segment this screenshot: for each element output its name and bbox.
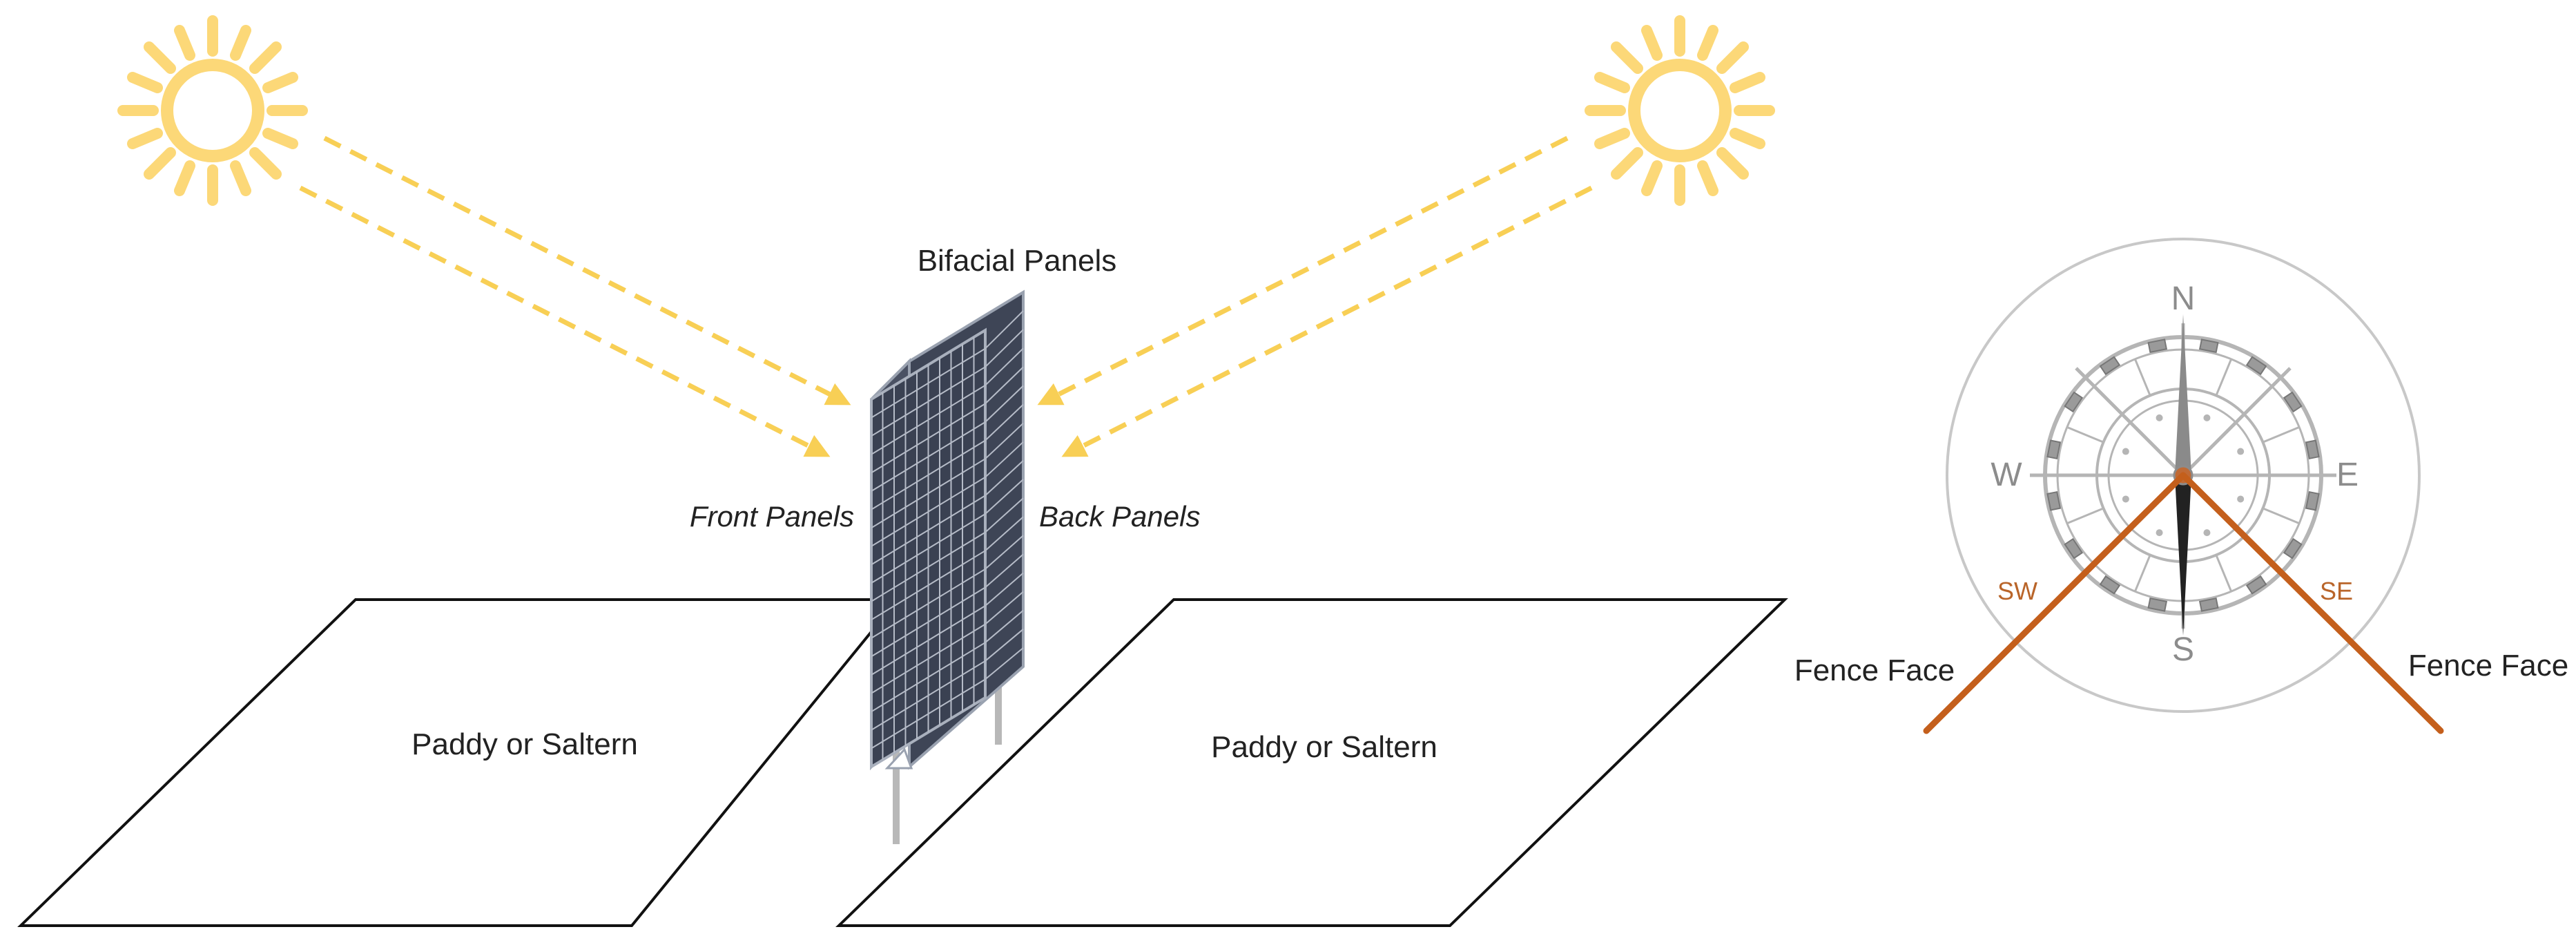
front-panels-label: Front Panels: [690, 500, 854, 533]
field-right: [835, 598, 1788, 927]
sun-ray-right-lower: [1061, 185, 1593, 457]
field-left: [17, 598, 901, 927]
compass-south-label: S: [2172, 631, 2194, 668]
field-left-label: Paddy or Saltern: [411, 727, 638, 761]
fence-line-sw: [1923, 472, 2187, 734]
fence-line-se: [2180, 472, 2444, 734]
fence-face-left-label: Fence Face: [1794, 653, 1955, 687]
fence-face-right-label: Fence Face: [2408, 649, 2568, 682]
sun-ray-left-upper: [323, 135, 851, 405]
fence-lines: [1923, 472, 2444, 734]
compass-east-label: E: [2336, 457, 2359, 493]
field-right-label: Paddy or Saltern: [1211, 730, 1437, 764]
compass-southeast-label: SE: [2320, 577, 2353, 605]
back-panels-label: Back Panels: [1039, 500, 1200, 533]
sun-rays: [299, 135, 1593, 457]
sun-ray-left-lower: [299, 185, 831, 457]
bifacial-panels-label: Bifacial Panels: [918, 244, 1117, 278]
sun-icon-left: [117, 15, 308, 206]
solar-panel-icon: [870, 289, 1025, 844]
compass-icon: [1946, 238, 2421, 713]
sun-icon-right: [1585, 15, 1775, 206]
compass-west-label: W: [1991, 457, 2022, 493]
compass-southwest-label: SW: [1997, 577, 2037, 605]
sun-ray-right-upper: [1037, 135, 1569, 405]
compass-north-label: N: [2171, 280, 2196, 317]
